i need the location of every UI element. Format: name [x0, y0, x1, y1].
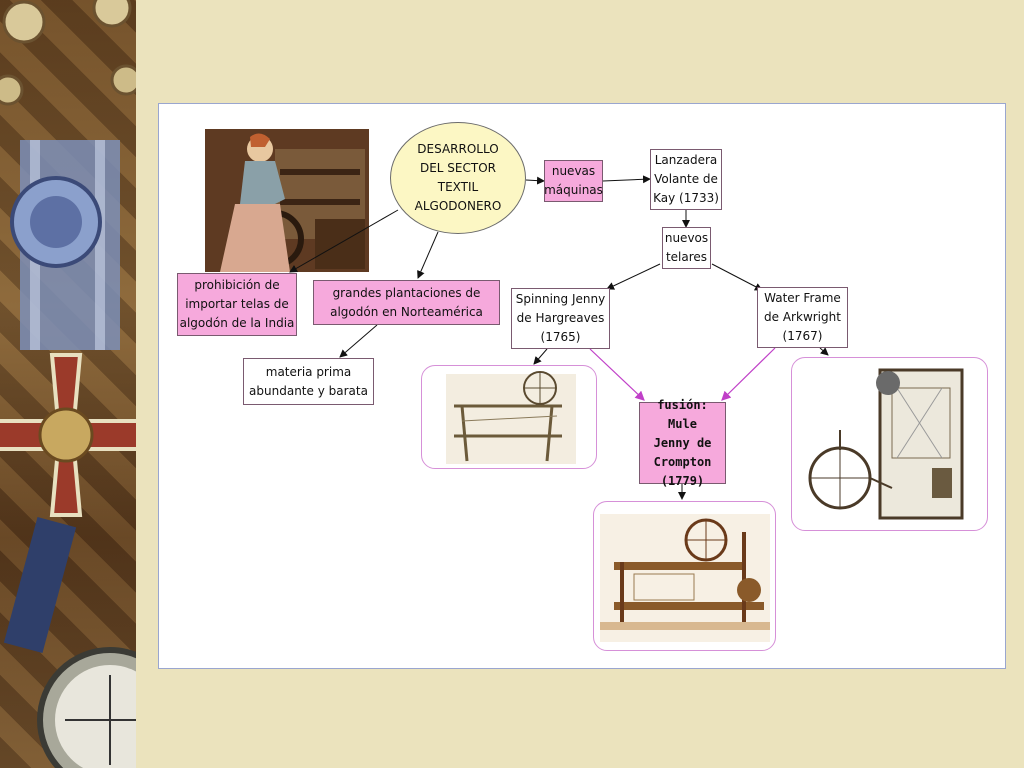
node-prohibicion-label: prohibición de importar telas de algodón… [179, 278, 295, 330]
girl-at-loom-image [205, 129, 369, 272]
spinning-jenny-frame [421, 365, 597, 469]
node-lanzadera-label: Lanzadera Volante de Kay (1733) [653, 153, 719, 205]
mule-jenny-frame [593, 501, 776, 651]
node-nuevos-telares: nuevos telares [662, 227, 711, 269]
spinning-jenny-image [446, 371, 576, 464]
node-lanzadera: Lanzadera Volante de Kay (1733) [650, 149, 722, 210]
node-mule-jenny: fusión: Mule Jenny de Crompton (1779) [639, 398, 726, 488]
central-topic-node: DESARROLLO DEL SECTOR TEXTIL ALGODONERO [390, 122, 526, 234]
node-spinning-jenny-label: Spinning Jenny de Hargreaves (1765) [515, 292, 606, 344]
node-nuevos-telares-label: nuevos telares [664, 231, 709, 264]
node-water-frame-label: Water Frame de Arkwright (1767) [764, 291, 841, 343]
central-topic-label: DESARROLLO DEL SECTOR TEXTIL ALGODONERO [414, 142, 502, 213]
decorative-side-strip [0, 0, 136, 768]
node-nuevas-maquinas: nuevas máquinas [544, 160, 603, 202]
node-plantaciones-label: grandes plantaciones de algodón en Norte… [330, 285, 483, 319]
node-materia-prima: materia prima abundante y barata [243, 358, 374, 405]
node-nuevas-maquinas-label: nuevas máquinas [544, 164, 603, 197]
node-spinning-jenny: Spinning Jenny de Hargreaves (1765) [511, 288, 610, 349]
node-prohibicion: prohibición de importar telas de algodón… [177, 273, 297, 336]
node-materia-prima-label: materia prima abundante y barata [249, 364, 368, 398]
node-water-frame: Water Frame de Arkwright (1767) [757, 287, 848, 348]
medals-decoration [0, 0, 136, 768]
mule-jenny-image [600, 514, 770, 642]
node-mule-jenny-label: fusión: Mule Jenny de Crompton (1779) [653, 397, 712, 488]
water-frame-frame [791, 357, 988, 531]
node-plantaciones: grandes plantaciones de algodón en Norte… [313, 280, 500, 325]
water-frame-image [808, 368, 964, 520]
